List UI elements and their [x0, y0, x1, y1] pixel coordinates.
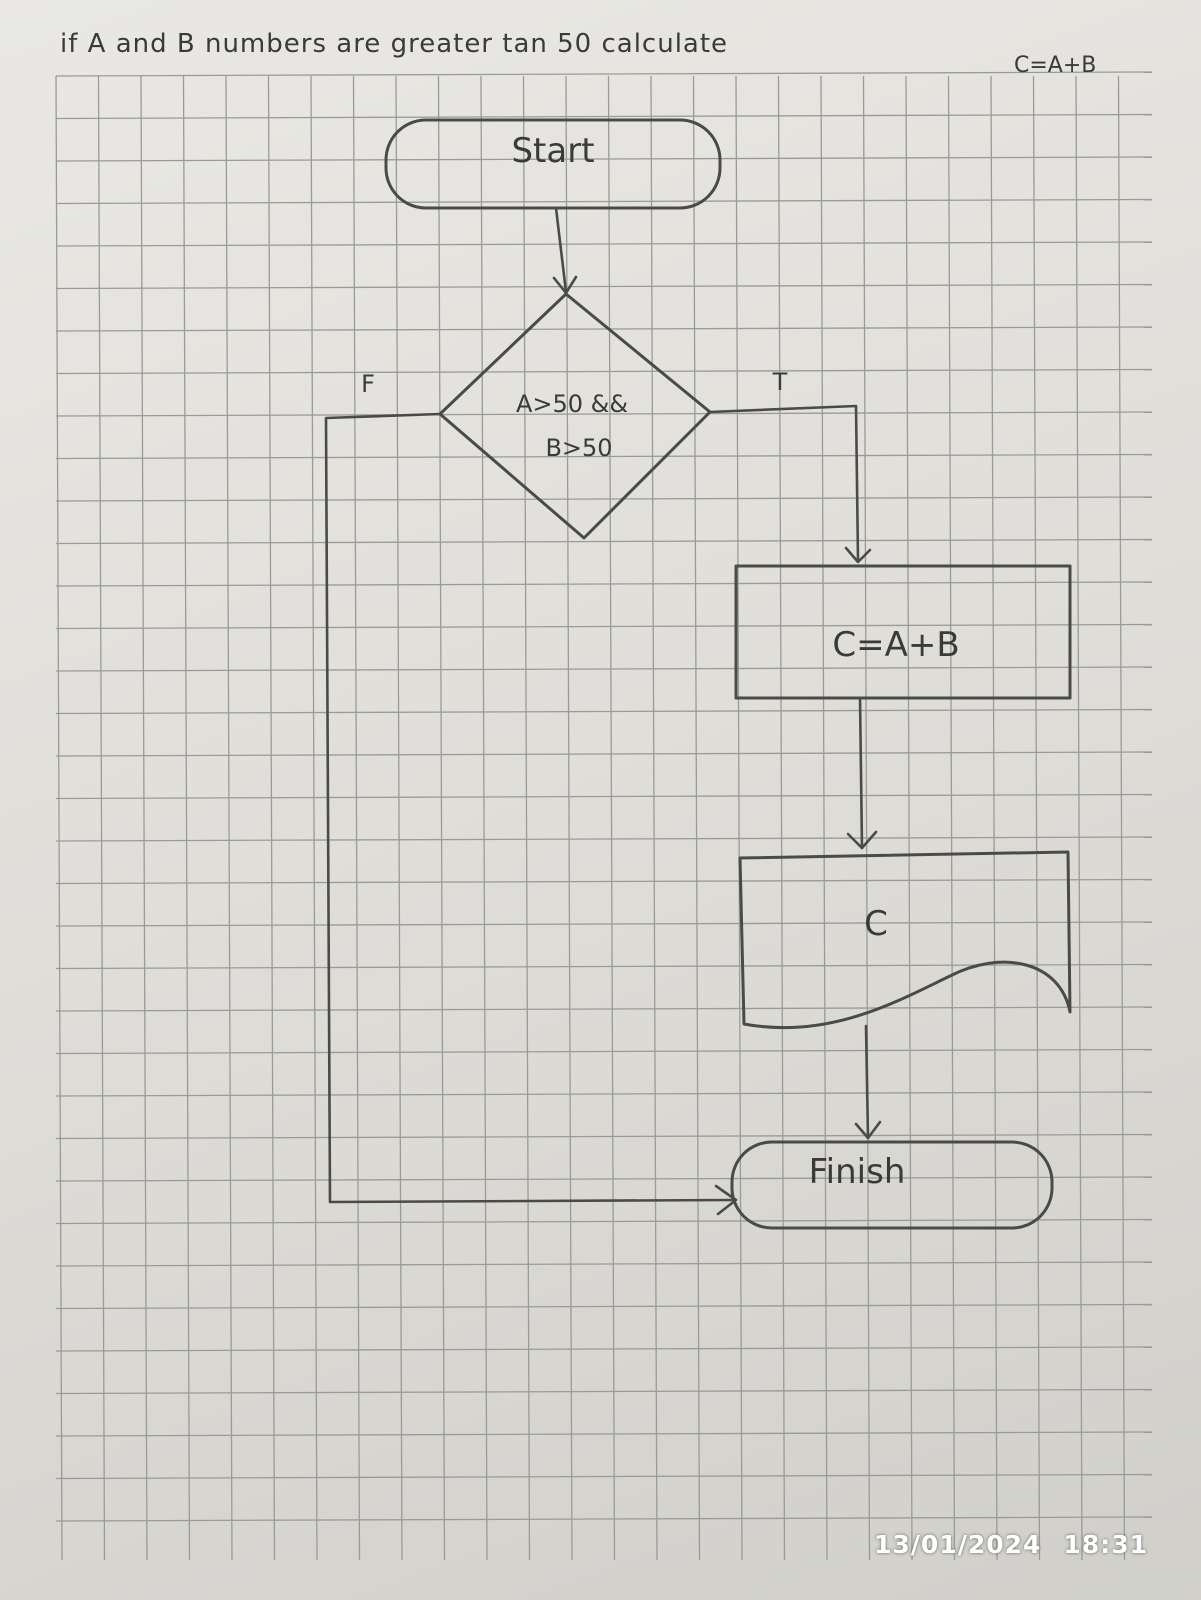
grid-line-horizontal	[55, 921, 1153, 927]
grid-line-horizontal	[55, 1133, 1153, 1140]
grid-line-vertical	[395, 75, 403, 1561]
grid-line-vertical	[97, 75, 106, 1561]
grid-line-horizontal	[55, 1431, 1153, 1437]
finish-terminator	[730, 1140, 1054, 1230]
photo-timestamp: 13/01/2024 18:31	[874, 1530, 1148, 1559]
timestamp-time: 18:31	[1063, 1530, 1148, 1559]
condition-line1: A>50 &&	[516, 390, 628, 418]
grid-line-vertical	[1117, 75, 1126, 1561]
grid-line-vertical	[905, 75, 913, 1561]
grid-line-vertical	[267, 75, 276, 1561]
grid-line-vertical	[310, 75, 318, 1561]
arrow-head-true	[844, 546, 872, 564]
grid-line-horizontal	[55, 1006, 1153, 1012]
problem-formula: C=A+B	[1014, 53, 1096, 78]
grid-line-horizontal	[55, 1303, 1153, 1310]
grid-line-vertical	[565, 75, 573, 1561]
process-box	[734, 564, 1072, 700]
grid-line-horizontal	[55, 326, 1153, 332]
grid-line-vertical	[225, 75, 233, 1561]
grid-line-horizontal	[55, 581, 1153, 587]
grid-line-horizontal	[55, 836, 1153, 842]
grid-line-horizontal	[55, 708, 1153, 715]
grid-line-horizontal	[55, 1261, 1153, 1267]
grid-line-horizontal	[55, 1048, 1153, 1055]
arrow-head-false	[714, 1184, 738, 1216]
grid-line-horizontal	[55, 198, 1153, 205]
true-label: T	[772, 368, 788, 396]
start-label: Start	[511, 131, 594, 171]
timestamp-date: 13/01/2024	[874, 1530, 1042, 1559]
grid-line-horizontal	[55, 538, 1153, 545]
grid-line-horizontal	[55, 411, 1153, 417]
grid-line-vertical	[650, 75, 658, 1561]
grid-line-horizontal	[55, 1516, 1153, 1522]
grid-line-horizontal	[55, 878, 1153, 885]
grid-line-horizontal	[55, 666, 1153, 672]
edge-start-to-decision	[554, 206, 568, 294]
grid-line-vertical	[862, 75, 871, 1561]
grid-line-horizontal	[55, 283, 1153, 290]
grid-line-horizontal	[55, 1176, 1153, 1182]
grid-line-vertical	[480, 75, 488, 1561]
grid-line-vertical	[990, 75, 998, 1561]
grid-line-horizontal	[55, 113, 1153, 120]
grid-line-vertical	[182, 75, 191, 1561]
grid-line-vertical	[1075, 75, 1083, 1561]
grid-line-horizontal	[55, 1218, 1153, 1225]
grid-line-vertical	[437, 75, 446, 1561]
grid-line-vertical	[947, 75, 956, 1561]
output-label: C	[864, 904, 888, 944]
grid-line-horizontal	[55, 453, 1153, 460]
grid-line-vertical	[352, 75, 361, 1561]
grid-line-vertical	[692, 75, 701, 1561]
grid-line-horizontal	[55, 1091, 1153, 1097]
grid-line-horizontal	[55, 1473, 1153, 1480]
grid-line-horizontal	[55, 963, 1153, 970]
grid-line-vertical	[1032, 75, 1041, 1561]
grid-line-horizontal	[55, 71, 1153, 77]
condition-line2: B>50	[545, 434, 612, 462]
decision-diamond	[438, 292, 712, 540]
grid-line-horizontal	[55, 1346, 1153, 1352]
edge-true-branch	[708, 404, 860, 562]
grid-line-vertical	[607, 75, 616, 1561]
process-label: C=A+B	[832, 625, 959, 665]
grid-line-horizontal	[55, 623, 1153, 630]
edge-process-to-output	[858, 696, 864, 850]
grid-line-vertical	[55, 75, 63, 1561]
grid-line-vertical	[140, 75, 148, 1561]
graph-paper-grid	[55, 71, 1153, 1561]
arrow-head-output	[854, 1120, 882, 1140]
false-label: F	[361, 370, 375, 398]
grid-line-vertical	[777, 75, 786, 1561]
edge-false-branch	[324, 412, 736, 1204]
grid-line-vertical	[820, 75, 828, 1561]
start-terminator	[384, 118, 722, 210]
grid-line-horizontal	[55, 241, 1153, 247]
problem-statement: if A and B numbers are greater tan 50 ca…	[60, 29, 728, 59]
grid-line-horizontal	[55, 496, 1153, 502]
grid-line-horizontal	[55, 793, 1153, 800]
arrow-head-process	[846, 830, 878, 850]
grid-line-vertical	[735, 75, 743, 1561]
grid-line-horizontal	[55, 156, 1153, 162]
grid-line-horizontal	[55, 751, 1153, 757]
finish-label: Finish	[809, 1152, 906, 1192]
output-document-shape	[738, 850, 1072, 1030]
grid-line-horizontal	[55, 368, 1153, 375]
grid-line-vertical	[522, 75, 531, 1561]
grid-line-horizontal	[55, 1388, 1153, 1395]
edge-output-to-finish	[864, 1024, 870, 1140]
